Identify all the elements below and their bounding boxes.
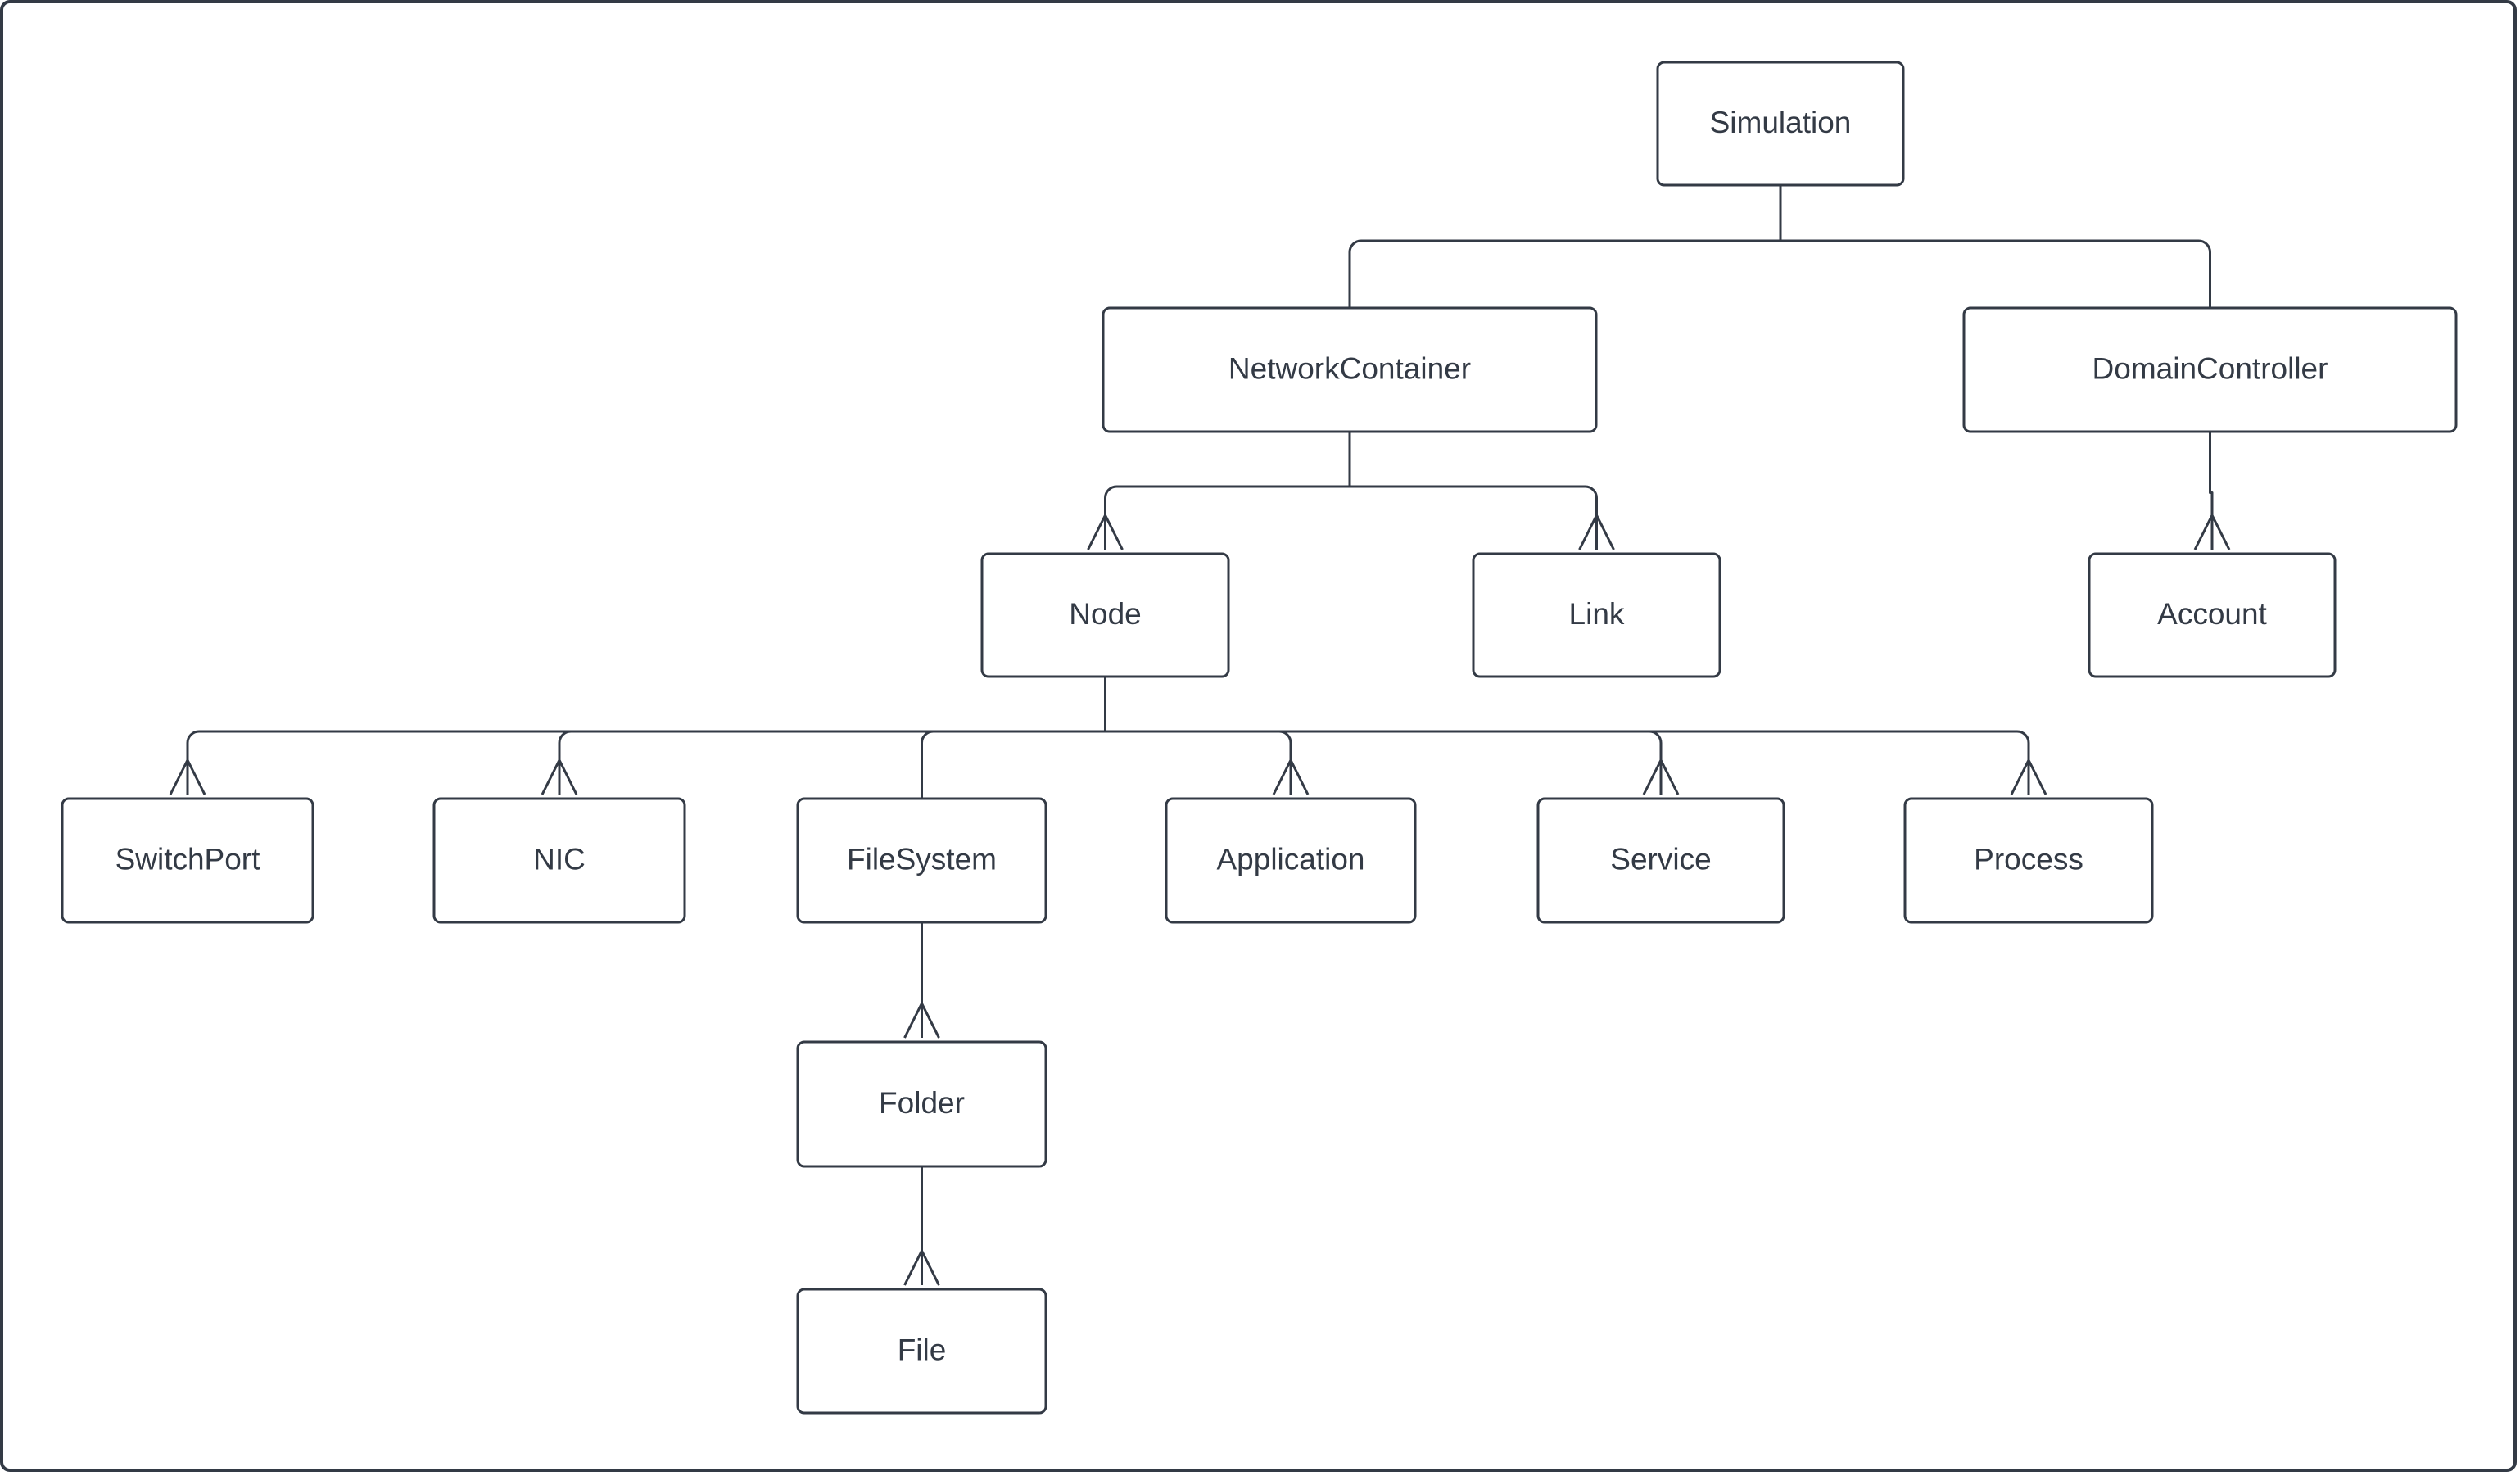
node-process[interactable]: Process xyxy=(1903,797,2154,924)
node-label-link: Link xyxy=(1569,597,1625,631)
node-link[interactable]: Link xyxy=(1472,552,1721,678)
node-box-account[interactable] xyxy=(2088,552,2337,678)
arrowhead-folder xyxy=(903,1003,940,1039)
node-box-process[interactable] xyxy=(1903,797,2154,924)
node-account[interactable]: Account xyxy=(2088,552,2337,678)
arrowhead-file xyxy=(903,1250,940,1286)
node-box-file[interactable] xyxy=(796,1288,1047,1415)
node-label-process: Process xyxy=(1974,842,2083,876)
edges-layer xyxy=(169,185,2231,1286)
node-box-application[interactable] xyxy=(1165,797,1417,924)
edge-networkcontainer-to-link xyxy=(1350,485,1598,515)
node-folder[interactable]: Folder xyxy=(796,1040,1047,1168)
arrowhead-switchport xyxy=(169,759,206,795)
node-box-nic[interactable] xyxy=(432,797,686,924)
arrowhead-node xyxy=(1087,514,1124,550)
node-box-link[interactable] xyxy=(1472,552,1721,678)
node-box-simulation[interactable] xyxy=(1656,61,1905,187)
node-label-service: Service xyxy=(1610,842,1711,876)
node-box-node[interactable] xyxy=(980,552,1230,678)
node-nic[interactable]: NIC xyxy=(432,797,686,924)
node-label-folder: Folder xyxy=(879,1086,965,1120)
arrowhead-process xyxy=(2010,759,2047,795)
edge-node-to-nic xyxy=(558,730,1106,760)
node-label-domaincontroller: DomainController xyxy=(2092,351,2328,385)
node-label-networkcontainer: NetworkContainer xyxy=(1228,351,1471,385)
arrowhead-service xyxy=(1642,759,1680,795)
node-label-file: File xyxy=(898,1333,947,1366)
edge-node-to-process xyxy=(1105,730,2030,760)
edge-node-to-switchport xyxy=(186,730,1106,760)
node-label-switchport: SwitchPort xyxy=(115,842,261,876)
node-label-node: Node xyxy=(1069,597,1141,631)
node-networkcontainer[interactable]: NetworkContainer xyxy=(1102,306,1598,433)
node-label-simulation: Simulation xyxy=(1710,106,1852,139)
edge-node-to-filesystem xyxy=(921,730,1106,799)
edge-simulation-to-domaincontroller xyxy=(1780,239,2211,308)
node-label-nic: NIC xyxy=(533,842,586,876)
node-box-folder[interactable] xyxy=(796,1040,1047,1168)
node-file[interactable]: File xyxy=(796,1288,1047,1415)
node-application[interactable]: Application xyxy=(1165,797,1417,924)
node-label-application: Application xyxy=(1216,842,1364,876)
node-label-account: Account xyxy=(2157,597,2267,631)
node-box-domaincontroller[interactable] xyxy=(1962,306,2458,433)
edge-simulation-to-networkcontainer xyxy=(1348,239,1780,308)
arrowhead-nic xyxy=(541,759,578,795)
edge-domaincontroller-to-account xyxy=(2209,432,2214,515)
node-service[interactable]: Service xyxy=(1536,797,1785,924)
arrowhead-application xyxy=(1272,759,1310,795)
arrowhead-account xyxy=(2193,514,2231,550)
node-simulation[interactable]: Simulation xyxy=(1656,61,1905,187)
node-node[interactable]: Node xyxy=(980,552,1230,678)
arrowhead-link xyxy=(1578,514,1615,550)
node-filesystem[interactable]: FileSystem xyxy=(796,797,1047,924)
node-box-filesystem[interactable] xyxy=(796,797,1047,924)
node-box-switchport[interactable] xyxy=(61,797,314,924)
node-box-service[interactable] xyxy=(1536,797,1785,924)
edge-networkcontainer-to-node xyxy=(1104,485,1350,515)
node-domaincontroller[interactable]: DomainController xyxy=(1962,306,2458,433)
node-switchport[interactable]: SwitchPort xyxy=(61,797,314,924)
node-label-filesystem: FileSystem xyxy=(847,842,997,876)
node-box-networkcontainer[interactable] xyxy=(1102,306,1598,433)
